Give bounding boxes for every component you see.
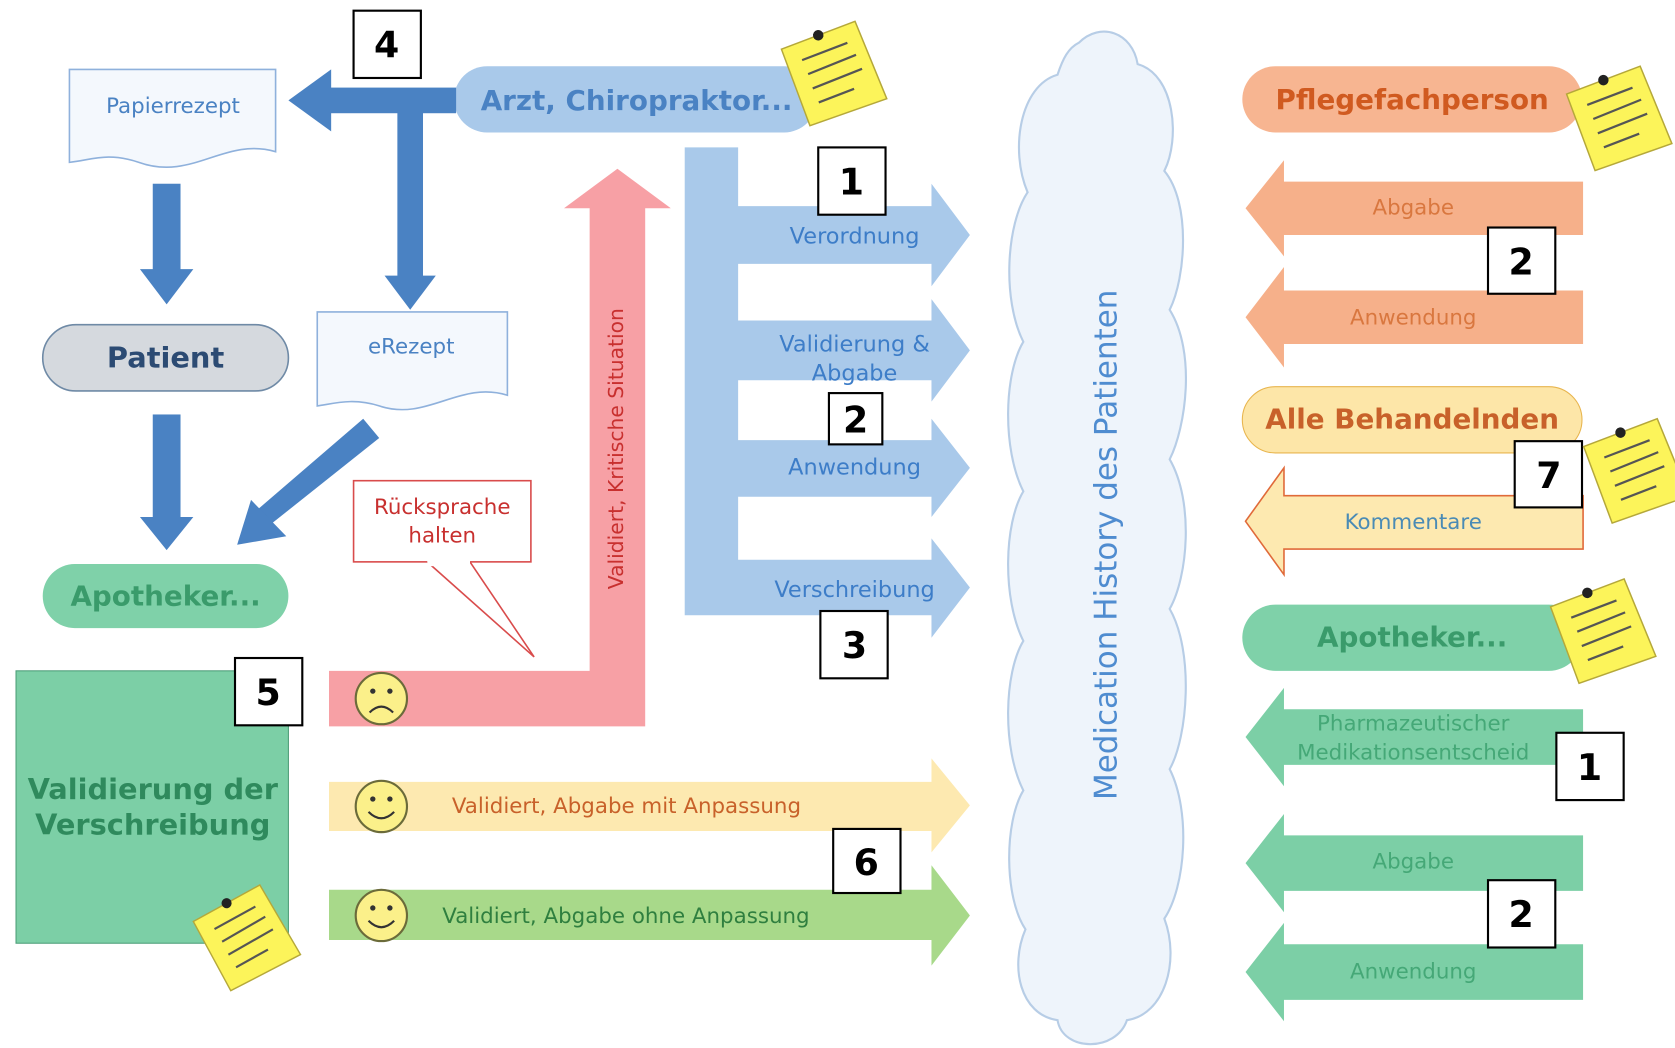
svg-text:2: 2 [843, 399, 868, 442]
pflege-anwendung-label: Anwendung [1350, 306, 1477, 331]
alle-label: Alle Behandelnden [1265, 402, 1559, 435]
validation-line1: Validierung der [28, 772, 279, 806]
pflege-abgabe-label: Abgabe [1372, 196, 1454, 221]
with-adjustment-label: Validiert, Abgabe mit Anpassung [452, 794, 801, 819]
arrow-without-adjustment: Validiert, Abgabe ohne Anpassung [329, 865, 970, 966]
validation-line2: Verschreibung [35, 807, 270, 841]
step-2-apo: 2 [1486, 879, 1557, 949]
callout-line1: Rücksprache [374, 495, 511, 520]
step-4: 4 [352, 9, 422, 80]
callout-line2: halten [408, 524, 476, 549]
pflege-pill: Pflegefachperson [1242, 66, 1583, 133]
svg-text:3: 3 [842, 624, 867, 667]
verordnung-label: Verordnung [790, 224, 920, 250]
cloud-label: Medication History des Patienten [1088, 290, 1124, 800]
anwendung-center-label: Anwendung [788, 454, 921, 480]
step-2-pflege: 2 [1486, 226, 1557, 295]
step-6: 6 [832, 827, 902, 895]
alle-pill: Alle Behandelnden [1241, 386, 1583, 454]
pflege-label: Pflegefachperson [1276, 83, 1549, 116]
arrow-erezept-to-apotheker [237, 418, 380, 545]
arrow-pharm-entscheid: Pharmazeutischer Medikationsentscheid [1245, 687, 1584, 787]
arzt-pill: Arzt, Chiropraktor... [453, 66, 818, 133]
svg-text:1: 1 [1577, 746, 1602, 789]
step-3: 3 [819, 609, 889, 680]
apotheker-left-pill: Apotheker... [42, 564, 289, 629]
step-1-center: 1 [817, 146, 887, 216]
arrow-arzt-to-erezept [384, 112, 436, 310]
apotheker-right-label: Apotheker... [1317, 620, 1507, 653]
arrow-critical: Validiert, Kritische Situation [329, 168, 671, 727]
pharm-label-1: Pharmazeutischer [1317, 712, 1510, 737]
sad-face-icon [354, 671, 409, 726]
apo-anwendung-label: Anwendung [1350, 959, 1477, 984]
erezept-doc: eRezept [316, 311, 509, 411]
svg-text:6: 6 [854, 841, 879, 884]
svg-text:1: 1 [839, 160, 864, 203]
arrow-patient-to-apotheker [139, 414, 194, 551]
apotheker-right-pill: Apotheker... [1242, 604, 1583, 671]
critical-label: Validiert, Kritische Situation [604, 308, 628, 589]
svg-text:5: 5 [255, 671, 280, 714]
happy-face-icon [354, 888, 409, 943]
papierrezept-label: Papierrezept [106, 94, 240, 119]
step-1-apo: 1 [1555, 731, 1625, 802]
happy-face-icon [354, 779, 409, 834]
validierung-label-2: Abgabe [812, 360, 898, 386]
svg-text:7: 7 [1536, 454, 1561, 497]
step-5: 5 [233, 656, 304, 727]
patient-pill: Patient [41, 323, 290, 392]
step-2-center: 2 [827, 392, 884, 446]
svg-text:2: 2 [1508, 241, 1533, 284]
apotheker-left-label: Apotheker... [70, 580, 260, 613]
arzt-label: Arzt, Chiropraktor... [481, 84, 793, 117]
validierung-label-1: Validierung & [779, 331, 930, 357]
arrow-arzt-to-papier [288, 69, 457, 132]
callout-ruecksprache: Rücksprache halten [352, 479, 535, 658]
erezept-label: eRezept [368, 335, 454, 360]
without-adjustment-label: Validiert, Abgabe ohne Anpassung [442, 904, 809, 929]
apo-abgabe-label: Abgabe [1372, 849, 1454, 874]
patient-label: Patient [107, 340, 225, 374]
svg-text:4: 4 [374, 24, 399, 67]
center-blue-arrows: Verordnung Validierung & Abgabe Anwendun… [684, 147, 970, 638]
sticky-note-icon [1546, 574, 1660, 687]
sticky-note-icon [1580, 414, 1675, 527]
step-7: 7 [1513, 440, 1584, 509]
arrow-papier-to-patient [139, 183, 194, 305]
kommentare-label: Kommentare [1345, 510, 1482, 535]
verschreibung-label: Verschreibung [774, 577, 934, 603]
medication-history-cloud: Medication History des Patienten [1007, 30, 1187, 1046]
sticky-note-icon [1562, 61, 1675, 175]
papierrezept-doc: Papierrezept [68, 68, 277, 168]
pharm-label-2: Medikationsentscheid [1297, 740, 1529, 765]
arrow-kommentare: Kommentare [1244, 465, 1584, 578]
svg-text:2: 2 [1508, 893, 1533, 936]
arrow-with-adjustment: Validiert, Abgabe mit Anpassung [329, 758, 970, 853]
